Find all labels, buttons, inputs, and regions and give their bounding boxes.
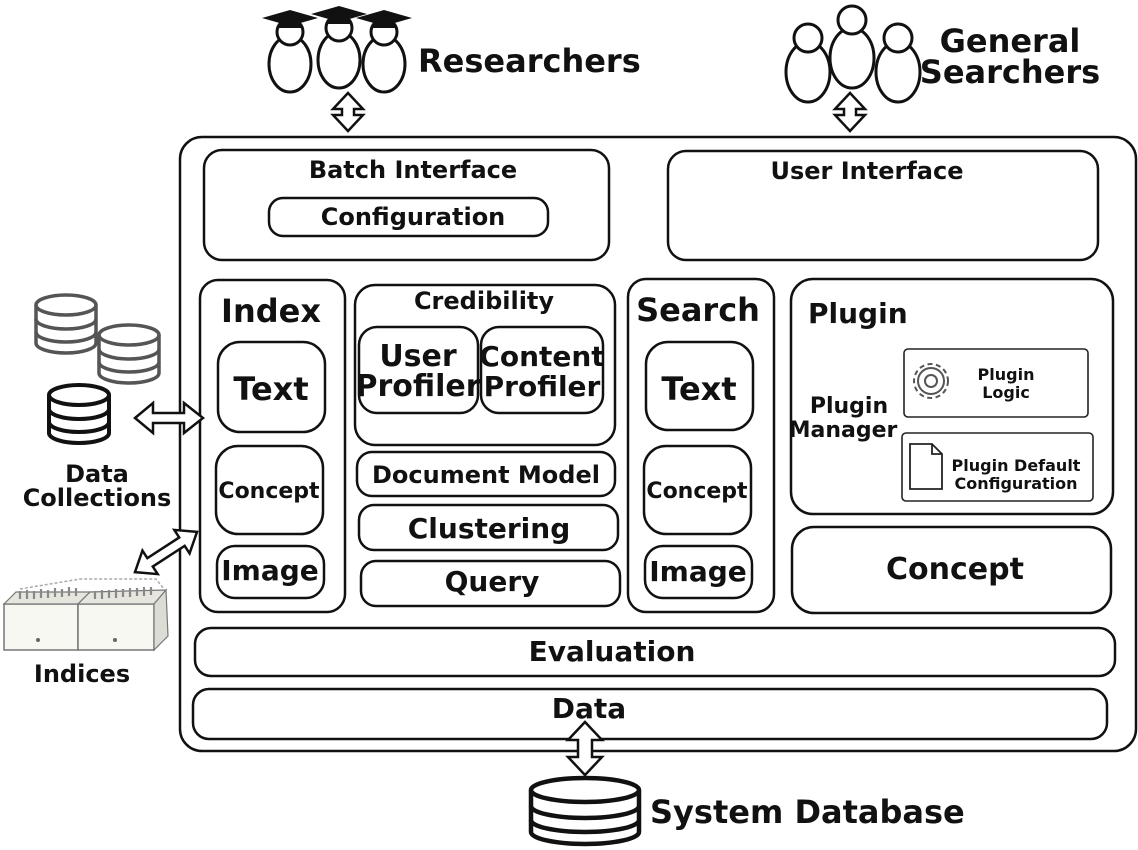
search-title: Search — [636, 291, 760, 329]
general-searchers-label-line2: Searchers — [920, 53, 1100, 91]
configuration-label: Configuration — [321, 203, 506, 231]
search-text-label: Text — [661, 370, 736, 408]
search-text-box — [644, 340, 755, 432]
batch-interface-title: Batch Interface — [309, 156, 517, 184]
data-collections-line2: Collections — [23, 484, 172, 512]
evaluation-box — [193, 626, 1117, 678]
card-catalog-icon — [2, 578, 169, 652]
document-model-label: Document Model — [372, 461, 600, 489]
clustering-label: Clustering — [408, 512, 571, 545]
evaluation-label: Evaluation — [529, 635, 696, 668]
data-label: Data — [552, 692, 626, 725]
user-profiler-box — [357, 325, 480, 415]
data-collections-line1: Data — [65, 460, 129, 488]
searchers-arrow-icon — [832, 91, 868, 133]
plugin-default-config-line1: Plugin Default — [952, 456, 1081, 475]
researchers-icon — [262, 6, 412, 94]
credibility-title: Credibility — [414, 287, 554, 315]
database-arrow-icon — [565, 720, 605, 777]
plugin-default-config-line2: Configuration — [954, 474, 1077, 493]
user-interface-title: User Interface — [771, 157, 964, 185]
database-icon-grey-1 — [34, 293, 98, 355]
search-image-box — [643, 544, 754, 600]
plugin-default-config-box — [901, 432, 1094, 502]
concept-module — [790, 525, 1113, 615]
index-text-label: Text — [233, 370, 308, 408]
document-icon — [909, 443, 943, 490]
indices-label: Indices — [34, 660, 130, 688]
query-label: Query — [445, 565, 540, 598]
content-profiler-line2: Profiler — [484, 370, 601, 403]
general-searchers-icon — [784, 4, 922, 104]
clustering-box — [357, 503, 620, 552]
general-searchers-label-line1: General — [940, 22, 1081, 60]
gear-icon — [913, 363, 949, 399]
user-profiler-line1: User — [379, 339, 457, 374]
database-icon-black — [47, 383, 111, 445]
index-concept-label: Concept — [218, 479, 320, 504]
indices-arrow-icon — [133, 528, 199, 576]
index-concept-box — [214, 444, 325, 536]
user-profiler-line2: Profiler — [355, 369, 480, 404]
data-box — [191, 687, 1109, 741]
document-model-box — [355, 450, 617, 498]
system-database-icon — [528, 775, 642, 847]
content-profiler-box — [479, 325, 605, 415]
search-concept-label: Concept — [646, 479, 748, 504]
plugin-logic-line1: Plugin — [978, 365, 1035, 384]
search-concept-box — [642, 444, 753, 536]
index-image-box — [215, 544, 326, 600]
concept-module-label: Concept — [886, 552, 1024, 587]
researchers-label: Researchers — [418, 42, 641, 80]
index-image-label: Image — [221, 554, 319, 587]
collections-arrow-icon — [133, 400, 206, 436]
search-image-label: Image — [649, 555, 747, 588]
index-title: Index — [221, 292, 321, 330]
user-interface-box — [666, 149, 1100, 262]
query-box — [359, 559, 622, 608]
researchers-arrow-icon — [330, 91, 366, 133]
plugin-title: Plugin — [808, 297, 908, 330]
configuration-box — [267, 196, 550, 238]
system-database-label: System Database — [650, 793, 965, 831]
plugin-logic-line2: Logic — [982, 383, 1030, 402]
plugin-manager-line2: Manager — [789, 418, 898, 443]
index-text-box — [216, 340, 327, 434]
plugin-manager-line1: Plugin — [810, 394, 888, 419]
plugin-logic-box — [903, 348, 1089, 418]
content-profiler-line1: Content — [479, 340, 604, 373]
database-icon-grey-2 — [97, 323, 161, 385]
